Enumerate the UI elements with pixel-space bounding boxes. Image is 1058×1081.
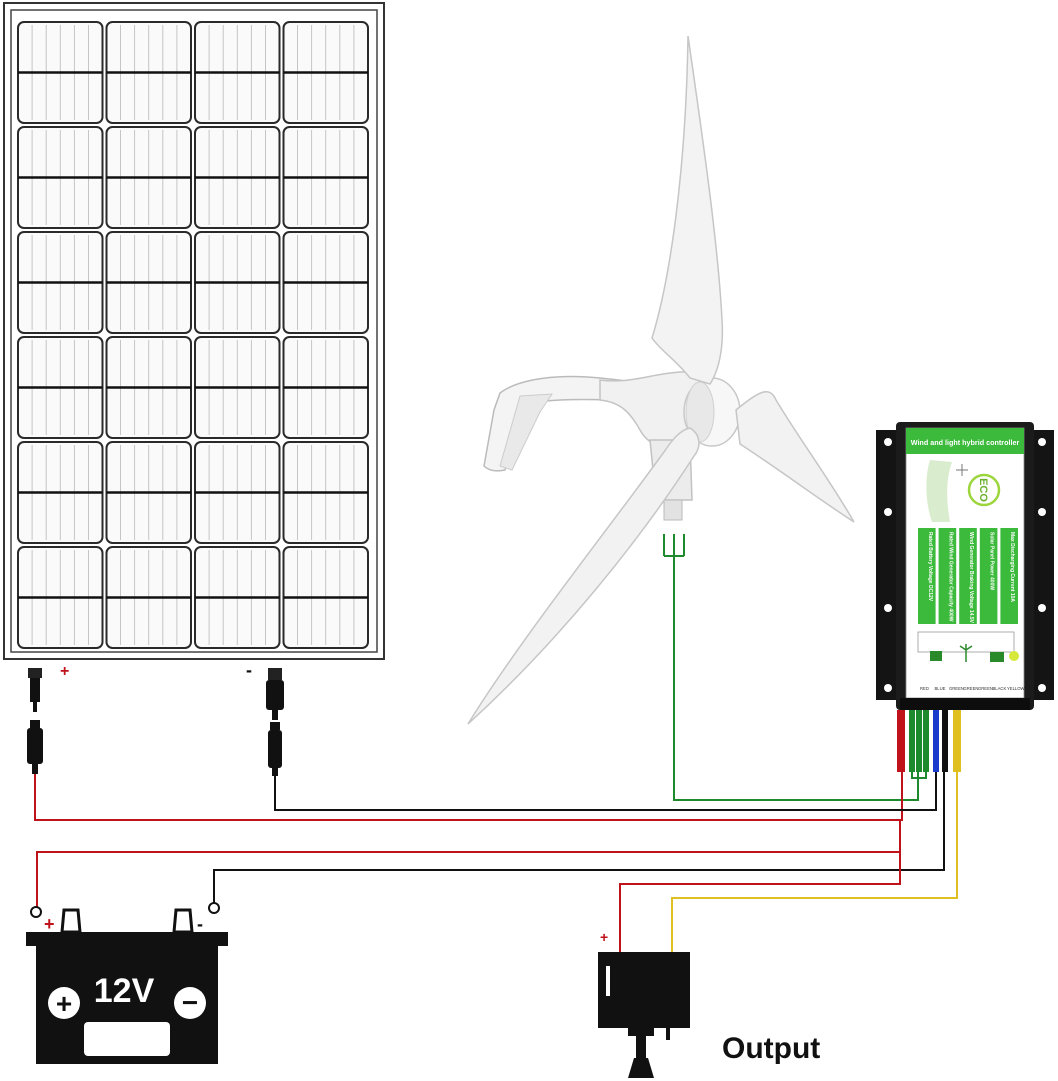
solar-negative-connector — [266, 668, 284, 776]
hybrid-controller: Wind and light hybrid controller ECO Rat… — [876, 422, 1054, 710]
controller-spec-panel: Rated Battery Voltage DC12V Rated Wind Ge… — [918, 528, 1018, 624]
battery-terminal-icon — [990, 652, 1004, 662]
controller-title: Wind and light hybrid controller — [911, 438, 1020, 447]
battery-voltage-label: 12V — [94, 972, 155, 1010]
controller-spec-bar — [979, 528, 998, 624]
turbine-blade-upper — [651, 35, 724, 385]
controller-spec-bar — [938, 528, 957, 624]
solar-negative-wire — [274, 772, 937, 811]
output-label: Output — [722, 1032, 820, 1065]
terminal-label: GREEN — [964, 686, 979, 691]
battery-terminal-positive-label: + — [44, 914, 55, 934]
output-load: + — [598, 929, 690, 1078]
controller-spec-bar — [959, 528, 977, 624]
wiring — [34, 534, 958, 952]
battery-positive-wire — [36, 820, 901, 908]
battery-negative-symbol-bg — [174, 987, 206, 1019]
battery-negative-wire — [213, 772, 945, 904]
battery-negative-symbol: − — [182, 987, 198, 1018]
lamp-terminal-icon — [1009, 651, 1019, 661]
battery-positive-symbol: + — [56, 988, 72, 1019]
battery-positive-symbol-bg — [48, 987, 80, 1019]
output-negative-wire — [671, 772, 958, 952]
output-positive-label: + — [600, 929, 608, 945]
controller-spec-line: Rated Wind Generator Capacity 400W — [947, 532, 953, 622]
solar-positive-label: + — [60, 663, 69, 680]
wind-terminal-icon — [959, 644, 973, 662]
controller-spec-line: Wind Generator Braking Voltage 14.5V — [968, 532, 974, 624]
solar-cells-grid — [17, 21, 369, 649]
wind-input-wire — [663, 534, 919, 801]
terminal-label: BLACK — [993, 686, 1007, 691]
controller-eco-badge: ECO — [977, 478, 989, 502]
solar-terminal-icon — [930, 651, 942, 661]
battery: + - + − 12V — [26, 902, 228, 1064]
solar-positive-wire — [34, 772, 903, 821]
terminal-label: YELLOW — [1007, 686, 1025, 691]
turbine-blade-right — [735, 390, 855, 523]
terminal-label: RED — [920, 686, 929, 691]
solar-negative-label: - — [246, 660, 252, 680]
solar-panel — [3, 2, 385, 660]
battery-terminal-negative-label: - — [197, 914, 203, 934]
wind-turbine — [467, 35, 855, 725]
output-positive-wire — [619, 852, 901, 952]
controller-spec-line: Max Discharging Current 10A — [1009, 532, 1015, 602]
controller-spec-line: Solar Panel Power 400W — [989, 532, 995, 590]
turbine-blade-lower — [467, 427, 700, 725]
controller-spec-bar — [1000, 528, 1018, 624]
terminal-label: GREEN — [949, 686, 964, 691]
controller-spec-bar — [918, 528, 936, 624]
terminal-label: GREEN — [978, 686, 993, 691]
solar-positive-connector — [27, 668, 43, 774]
controller-leads — [897, 710, 961, 772]
controller-spec-line: Rated Battery Voltage DC12V — [927, 532, 933, 602]
terminal-label: BLUE — [935, 686, 946, 691]
terminal-icons — [930, 644, 1019, 662]
